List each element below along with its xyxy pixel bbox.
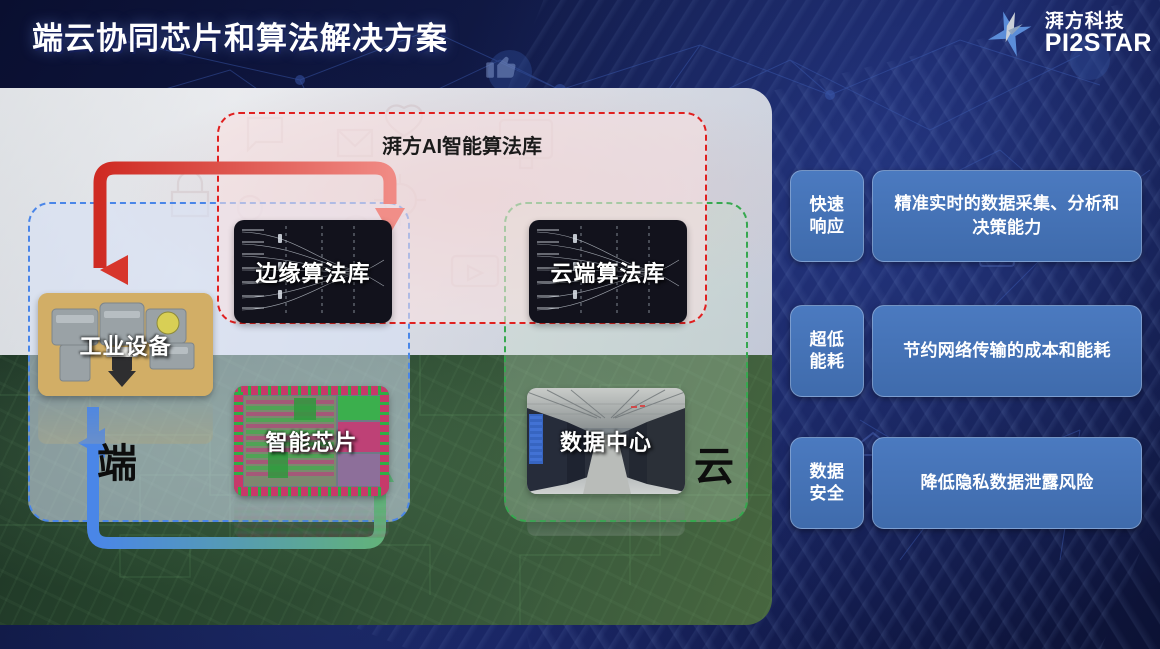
feature-3-tag: 数据 安全 [790, 437, 864, 529]
data-center-tile[interactable]: 数据中心 [527, 388, 685, 494]
brand-logo: 湃方科技 PI2STAR [981, 5, 1152, 63]
data-center-label: 数据中心 [559, 430, 652, 455]
feature-1-tag: 快速 响应 [790, 170, 864, 262]
feature-2-text: 节约网络传输的成本和能耗 [872, 305, 1142, 397]
industrial-equipment-tile[interactable]: 工业设备 [38, 293, 213, 396]
algorithm-library-title: 湃方AI智能算法库 [382, 136, 542, 158]
neural-network-art [241, 226, 385, 317]
data-center-photo [527, 388, 685, 494]
cloud-algorithm-tile[interactable]: 云端算法库 [529, 220, 687, 323]
smart-chip-label: 智能芯片 [265, 430, 358, 455]
industrial-equipment-photo [38, 293, 213, 396]
smart-chip-tile[interactable]: 智能芯片 [234, 386, 389, 496]
feature-card-2[interactable]: 超低 能耗 节约网络传输的成本和能耗 [790, 305, 1142, 397]
logo-company-en: PI2STAR [1044, 28, 1152, 57]
industrial-equipment-label: 工业设备 [79, 333, 172, 359]
page-title: 端云协同芯片和算法解决方案 [32, 21, 448, 56]
feature-card-3[interactable]: 数据 安全 降低隐私数据泄露风险 [790, 437, 1142, 529]
logo-company-cn: 湃方科技 [1044, 10, 1125, 32]
data-center-reflection [527, 496, 685, 536]
feature-card-1[interactable]: 快速 响应 精准实时的数据采集、分析和 决策能力 [790, 170, 1142, 262]
edge-algorithm-label: 边缘算法库 [255, 260, 371, 286]
feature-1-text: 精准实时的数据采集、分析和 决策能力 [872, 170, 1142, 262]
cloud-zone-character: 云 [694, 445, 736, 489]
star-burst-icon [987, 11, 1032, 57]
feature-2-tag: 超低 能耗 [790, 305, 864, 397]
slide-header: 端云协同芯片和算法解决方案 湃方科技 PI2STAR [0, 0, 1160, 88]
feature-3-text: 降低隐私数据泄露风险 [872, 437, 1142, 529]
neural-network-art [536, 226, 680, 317]
cloud-algorithm-label: 云端算法库 [550, 260, 666, 286]
arrow-edge-to-cloud [93, 161, 405, 268]
chip-die-photo [234, 386, 389, 496]
smart-chip-reflection [234, 498, 389, 538]
edge-zone-character: 端 [97, 442, 139, 486]
edge-algorithm-tile[interactable]: 边缘算法库 [234, 220, 392, 323]
